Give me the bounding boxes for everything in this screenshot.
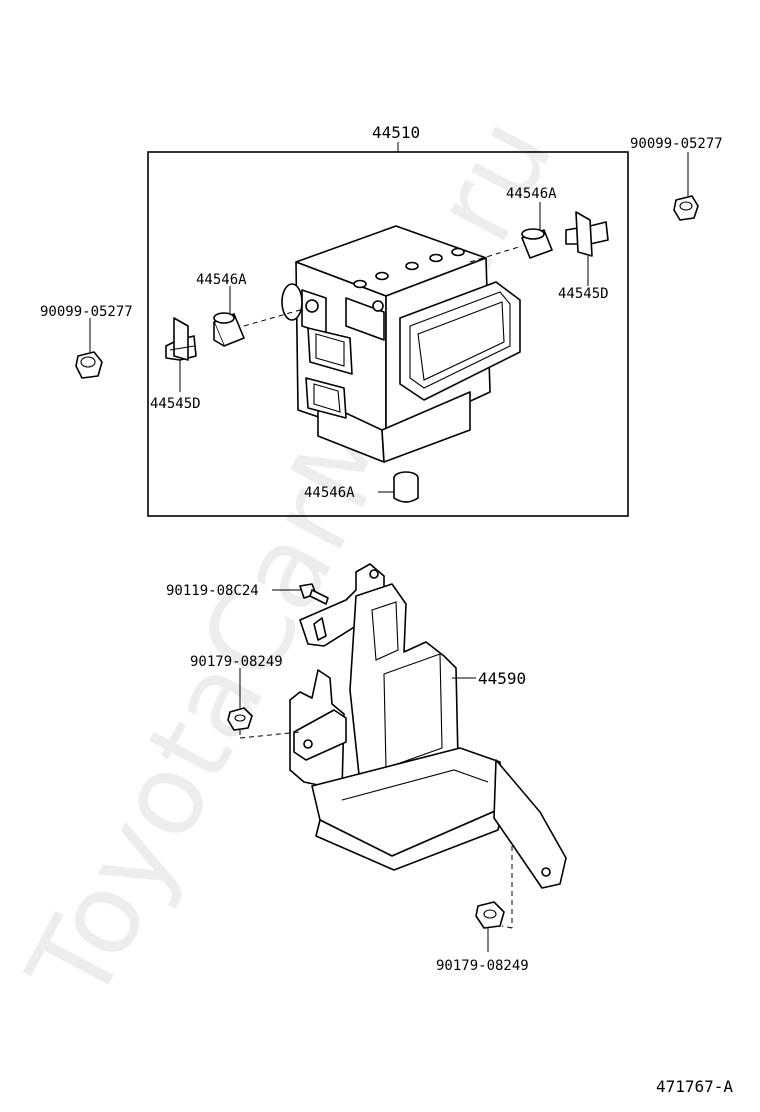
callout-actuator-assembly: 44510 (372, 123, 420, 142)
cushion-bottom-drawing (393, 471, 419, 503)
watermark: ToyotaCarMine.ru (4, 98, 579, 1024)
bolt-left-drawing (75, 351, 103, 379)
bracket-drawing (289, 563, 567, 889)
callout-stud-left: 44545D (150, 396, 201, 412)
callout-bolt-upper-right: 90099-05277 (630, 136, 723, 152)
callout-bolt-bracket: 90119-08C24 (166, 583, 259, 599)
stud-right-drawing (565, 211, 609, 257)
callout-cushion-left: 44546A (196, 272, 247, 288)
nut-bracket-left-drawing (227, 707, 253, 731)
callout-bracket: 44590 (478, 669, 526, 688)
bolt-upper-right-drawing (673, 195, 699, 221)
callout-cushion-upper-right: 44546A (506, 186, 557, 202)
stud-left-drawing (165, 317, 197, 361)
callout-nut-bracket-bottom: 90179-08249 (436, 958, 529, 974)
illustration-id: 471767-A (656, 1077, 733, 1096)
nut-bracket-bottom-drawing (475, 901, 505, 929)
cushion-left-drawing (213, 312, 245, 347)
callout-nut-bracket-left: 90179-08249 (190, 654, 283, 670)
callout-stud-upper-right: 44545D (558, 286, 609, 302)
actuator-assembly-drawing (281, 225, 521, 463)
callout-bolt-left: 90099-05277 (40, 304, 133, 320)
assembly-frame (147, 151, 629, 517)
callout-cushion-bottom: 44546A (304, 485, 355, 501)
bolt-bracket-drawing (299, 583, 329, 605)
cushion-right-drawing (521, 228, 553, 259)
